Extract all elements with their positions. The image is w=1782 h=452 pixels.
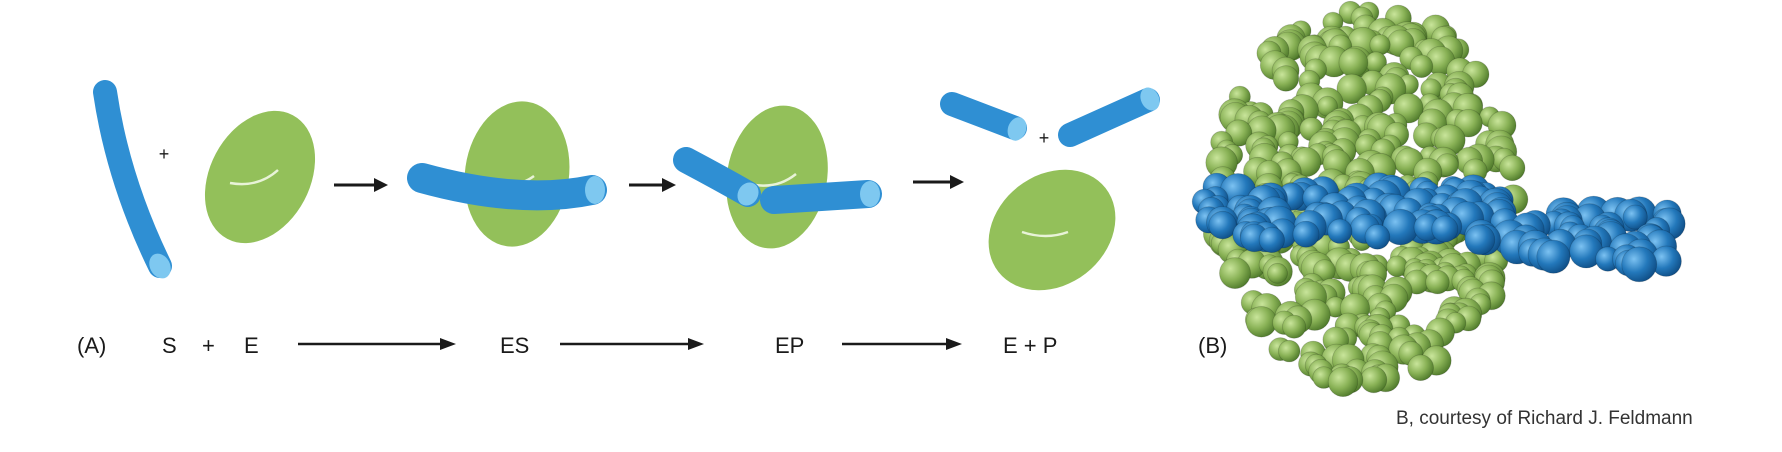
panel-a-cartoon: + (93, 80, 1160, 291)
enzyme-atom (1498, 154, 1526, 182)
panel-b-label: (B) (1198, 333, 1227, 358)
enzyme-atom (1360, 366, 1388, 394)
substrate-atom (1327, 218, 1353, 244)
cartoon-arrow-1 (334, 178, 388, 192)
eq-e: E (244, 333, 259, 358)
enzyme-atom (1336, 73, 1367, 105)
enzyme-atom (1454, 108, 1483, 138)
image-credit: B, courtesy of Richard J. Feldmann (1396, 408, 1693, 429)
enzyme-e-released (988, 169, 1116, 291)
enzyme-atom (1245, 306, 1278, 338)
substrate-atom (1536, 239, 1571, 274)
enzyme-atom (1425, 269, 1450, 295)
enzyme-atom (1338, 47, 1369, 78)
complex-ep (673, 105, 882, 249)
enzyme-atom (1267, 262, 1288, 284)
plus-sign-1: + (159, 144, 170, 164)
substrate-atom (1621, 246, 1658, 283)
substrate-atom (1622, 204, 1648, 230)
eq-s: S (162, 333, 177, 358)
eq-plus: + (202, 333, 215, 358)
eq-e-plus-p: E + P (1003, 333, 1057, 358)
panel-a-label: (A) (77, 333, 106, 358)
panel-b-model (1191, 0, 1686, 398)
enzyme-atom (1219, 257, 1251, 290)
substrate-atom (1364, 224, 1391, 250)
enzyme-e (204, 110, 316, 244)
enzyme-atom (1272, 65, 1300, 92)
plus-sign-2: + (1039, 128, 1050, 148)
substrate-atoms (1191, 172, 1686, 283)
product-p-right (1058, 87, 1160, 147)
eq-arrow-2 (560, 338, 704, 350)
substrate-atom (1292, 220, 1320, 248)
panel-a-equation: (A) S + E ES EP E + P (77, 333, 1057, 358)
eq-arrow-3 (842, 338, 962, 350)
cartoon-arrow-2 (629, 178, 676, 192)
eq-es: ES (500, 333, 529, 358)
cartoon-arrow-3 (913, 175, 964, 189)
substrate-atom (1431, 215, 1459, 243)
enzyme-atom (1327, 366, 1359, 398)
enzyme-atom (1409, 54, 1434, 79)
substrate-atom (1258, 226, 1285, 253)
enzyme-atom (1282, 314, 1307, 339)
enzyme-atoms (1202, 0, 1529, 398)
eq-ep: EP (775, 333, 804, 358)
product-p-left (940, 92, 1027, 141)
substrate-atom (1208, 210, 1237, 240)
enzyme-atom (1407, 354, 1434, 382)
eq-arrow-1 (298, 338, 456, 350)
enzyme-atom (1277, 339, 1301, 363)
substrate-atom (1464, 224, 1496, 256)
substrate-s (93, 80, 172, 279)
complex-es (407, 101, 607, 247)
